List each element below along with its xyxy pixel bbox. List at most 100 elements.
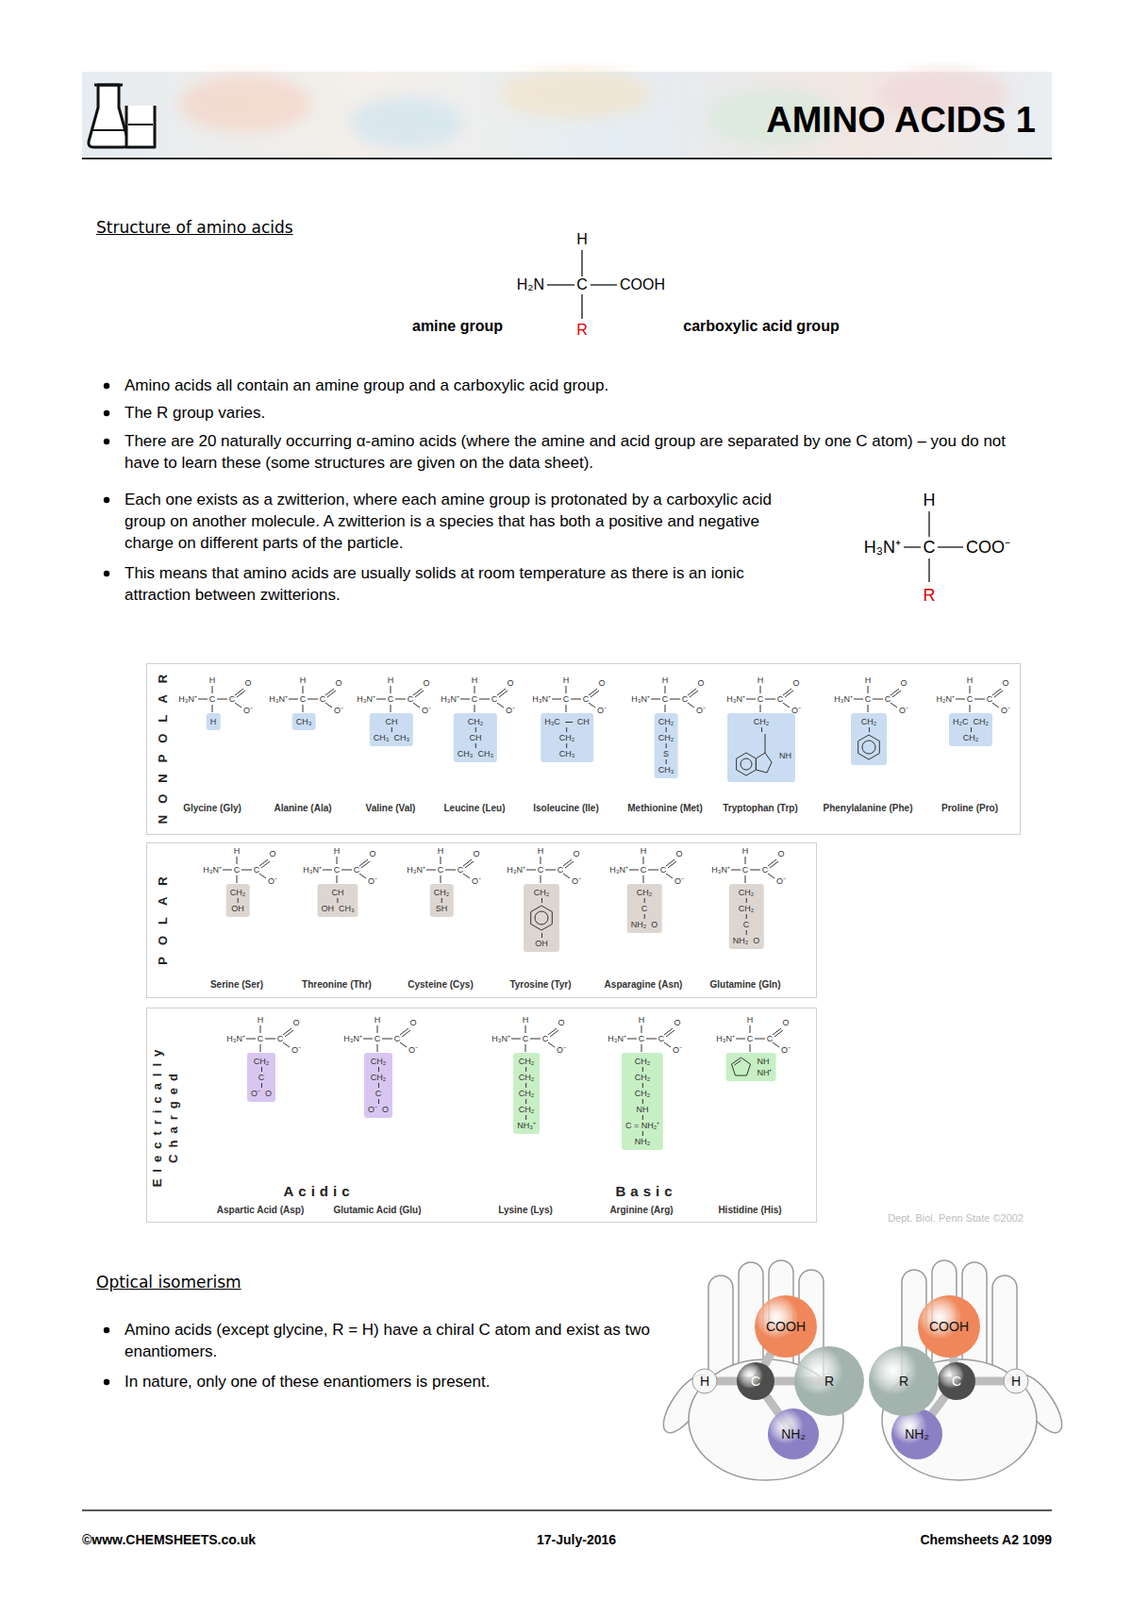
side-chain-atom: NH xyxy=(779,749,792,762)
footer-text: Chemsheets A2 1099 xyxy=(919,1531,1052,1548)
aromatic-circle xyxy=(862,740,876,754)
atom-label: O xyxy=(598,678,605,688)
side-chain-box: CH₂CH₂SCH₃ xyxy=(654,713,679,779)
page-title: AMINO ACIDS 1 xyxy=(765,99,1036,141)
ring-outline xyxy=(732,1057,751,1076)
atom-row: NH xyxy=(636,1103,650,1116)
bond-line xyxy=(325,702,333,708)
atom-label: H₃N⁺ xyxy=(226,1033,246,1044)
side-chain-atom: CH₂ xyxy=(658,715,675,728)
bond-line xyxy=(525,1098,527,1104)
atom-label: O⁻ xyxy=(556,1045,566,1055)
side-chain-atom: CH₂ xyxy=(753,715,770,728)
bond-line xyxy=(401,1030,411,1037)
bond-line xyxy=(336,898,338,903)
atom-row: CH₃ xyxy=(296,715,313,728)
bond-line xyxy=(689,690,699,698)
bond-line xyxy=(261,861,270,868)
bond-line xyxy=(359,873,367,879)
bond-line xyxy=(745,914,747,919)
bullet-text: There are 20 naturally occurring α-amino… xyxy=(124,430,1031,474)
atom-row: CH₃CH₃ xyxy=(457,748,494,760)
side-chain-atom: C xyxy=(743,918,750,931)
bond-line xyxy=(445,869,456,871)
atom-row xyxy=(854,732,883,763)
bond-line xyxy=(641,1044,643,1052)
atom-label: H₃N⁺ xyxy=(607,1033,627,1044)
bond-line xyxy=(212,685,214,694)
bond-line xyxy=(903,546,921,548)
model-label: R xyxy=(824,1373,834,1389)
bond-line xyxy=(525,1115,527,1120)
beaker-icon xyxy=(126,105,155,148)
amino-acid-name: Histidine (His) xyxy=(717,1204,782,1216)
side-chain-atom: CH xyxy=(469,732,483,744)
bond-line xyxy=(415,690,424,698)
atom-label: O xyxy=(292,1017,300,1028)
side-chain-atom: OH xyxy=(534,937,549,949)
bond-line xyxy=(731,869,741,871)
side-chain-atom: SH xyxy=(435,902,449,915)
atom-row: CH₃CH₃ xyxy=(373,732,410,744)
side-chain-atom: O xyxy=(650,918,658,931)
bullet-dot xyxy=(103,382,110,389)
atom-row: S xyxy=(663,748,669,760)
atom-label: C xyxy=(277,1033,284,1044)
atom-row: NH₂O xyxy=(631,918,659,931)
atom-label: H₃N⁺ xyxy=(609,865,629,875)
amino-acid-name: Isoleucine (Ile) xyxy=(532,802,599,815)
bond-line xyxy=(465,861,474,868)
atom-label: O xyxy=(673,1017,681,1028)
atom-label: O⁻ xyxy=(333,705,344,716)
bond-line xyxy=(237,898,239,903)
bond-line xyxy=(765,733,766,753)
bond-line xyxy=(236,856,238,865)
bond-line xyxy=(246,1038,256,1040)
side-chain-atom: CH₂ xyxy=(658,732,675,744)
bond-line xyxy=(588,688,598,696)
bond-line xyxy=(376,699,386,700)
ball-and-stick-model xyxy=(868,1295,1029,1460)
side-chain-atom: CH₂ xyxy=(518,1071,535,1083)
atom-row: CH xyxy=(469,732,483,744)
atom-label: C xyxy=(333,865,341,875)
atom-label: H₃N⁺ xyxy=(440,694,460,704)
amine-ball xyxy=(891,1408,943,1460)
bond-line xyxy=(548,1042,555,1048)
side-chain-atom: NH xyxy=(757,1055,770,1067)
atom-label: H xyxy=(742,846,750,856)
atom-label: H₃N⁺ xyxy=(715,1033,735,1044)
atom-label: O⁻ xyxy=(781,1045,791,1055)
atom-label: C xyxy=(986,694,994,704)
side-chain-box: CHOHCH₃ xyxy=(316,883,358,917)
atom-label: O xyxy=(422,678,430,688)
bond-line xyxy=(216,699,228,700)
bond-line xyxy=(540,875,542,883)
aromatic-circle xyxy=(740,758,752,770)
bond-line xyxy=(642,1098,644,1104)
atom-label: H xyxy=(966,675,974,685)
bond-line xyxy=(284,1030,294,1037)
bond-line xyxy=(551,699,562,700)
side-chain-atom: CH₂ xyxy=(370,1071,387,1083)
bond-line xyxy=(590,283,617,285)
amino-acid-name: Serine (Ser) xyxy=(210,979,264,991)
ring-outline xyxy=(858,734,881,760)
side-chain-atom: OH xyxy=(320,902,334,915)
carboxyl-ball xyxy=(917,1295,981,1358)
bond-line xyxy=(288,699,299,700)
bond-line xyxy=(395,699,406,700)
atom-label: C xyxy=(557,865,565,875)
atom-label: C xyxy=(923,537,936,558)
atom-label: H₃N⁺ xyxy=(268,694,288,704)
bond-line xyxy=(664,1042,671,1048)
bond-line xyxy=(937,546,964,548)
hydrogen-ball xyxy=(1003,1368,1029,1394)
side-chain-box: CH₂CNH₂O xyxy=(627,883,663,933)
atom-label: H₃N⁺ xyxy=(532,694,551,704)
atom-label: O⁻ xyxy=(291,1045,301,1055)
side-chain-atom: CH₃ xyxy=(559,748,576,760)
atom-row: CH₂ xyxy=(518,1071,535,1083)
bond-line xyxy=(265,1038,276,1040)
atom-row: C xyxy=(743,918,750,931)
